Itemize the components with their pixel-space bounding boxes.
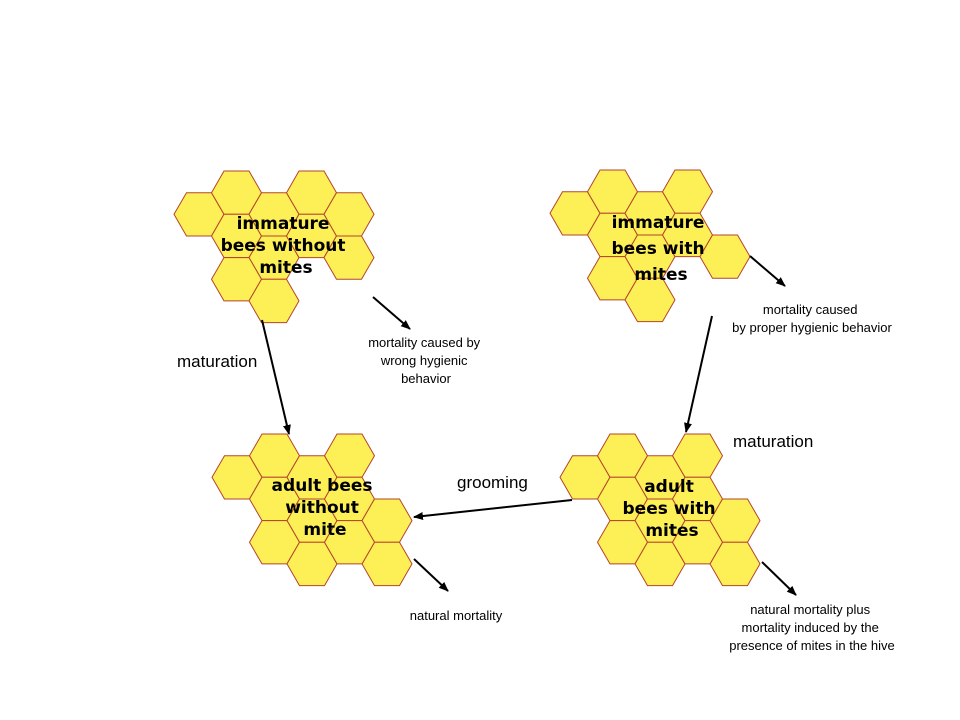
honeycomb-cell — [624, 277, 676, 323]
natural-plus-mites-arrow — [761, 561, 797, 596]
immature-with-line-3: mites — [634, 265, 687, 285]
natural-mortality-label: natural mortality — [410, 608, 503, 623]
proper-hygienic-line-2: by proper hygienic behavior — [732, 320, 892, 335]
immature-without-line-3: mites — [259, 258, 312, 278]
adult-without-line-2: without — [285, 498, 359, 518]
wrong-hygienic-label: mortality caused by wrong hygienic behav… — [368, 335, 484, 386]
adult-with-line-3: mites — [645, 521, 698, 541]
wrong-hygienic-line-1: mortality caused by — [368, 335, 480, 350]
immature-bees-with-mites-cluster — [549, 169, 751, 323]
adult-without-line-3: mite — [303, 520, 346, 540]
maturation-left-arrow — [261, 319, 291, 435]
honeycomb-cell — [323, 235, 375, 280]
maturation-right-label: maturation — [733, 432, 813, 451]
natural-plus-mites-line-1: natural mortality plus — [750, 602, 870, 617]
immature-with-line-1: immature — [612, 213, 705, 233]
immature-with-line-2: bees with — [612, 239, 705, 259]
maturation-left-label: maturation — [177, 352, 257, 371]
proper-hygienic-line-1: mortality caused — [763, 302, 858, 317]
adult-without-line-1: adult bees — [272, 476, 373, 496]
natural-plus-mites-label: natural mortality plus mortality induced… — [729, 602, 894, 653]
adult-bees-without-mite-cluster — [211, 433, 413, 587]
adult-with-label: adult bees with mites — [623, 477, 722, 541]
immature-without-line-2: bees without — [221, 236, 346, 256]
honeycomb-cell — [323, 520, 376, 565]
adult-with-line-2: bees with — [623, 499, 716, 519]
adult-bees-with-mites-cluster — [559, 433, 761, 587]
honeycomb-cell — [671, 520, 724, 565]
natural-mortality-arrow — [413, 558, 449, 592]
wrong-hygienic-line-3: behavior — [401, 371, 452, 386]
wrong-hygienic-line-2: wrong hygienic — [380, 353, 468, 368]
wrong-hygienic-arrow — [372, 296, 411, 330]
immature-with-label: immature bees with mites — [612, 213, 711, 285]
natural-plus-mites-line-2: mortality induced by the — [742, 620, 879, 635]
immature-without-label: immature bees without mites — [221, 214, 352, 278]
natural-plus-mites-line-3: presence of mites in the hive — [729, 638, 894, 653]
maturation-right-arrow — [684, 315, 713, 433]
adult-without-label: adult bees without mite — [272, 476, 379, 540]
proper-hygienic-label: mortality caused by proper hygienic beha… — [732, 302, 892, 335]
immature-without-line-1: immature — [237, 214, 330, 234]
honeycomb-cell — [248, 278, 300, 324]
honeycomb-cell — [699, 234, 751, 279]
grooming-label: grooming — [457, 473, 528, 492]
adult-with-line-1: adult — [644, 477, 694, 497]
immature-bees-without-mites-cluster — [173, 170, 375, 324]
proper-hygienic-arrow — [749, 255, 786, 287]
grooming-arrow — [413, 499, 573, 521]
